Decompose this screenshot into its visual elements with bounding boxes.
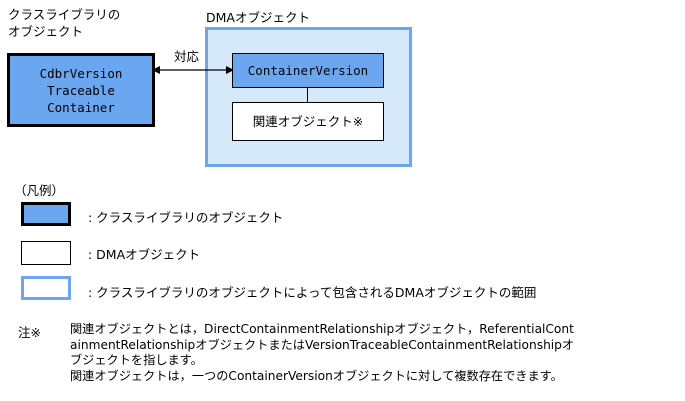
note-line-4: 関連オブジェクトは，一つのContainerVersionオブジェクトに対して複…	[70, 368, 563, 383]
connector-line	[307, 87, 308, 102]
legend-swatch-dma-scope	[21, 276, 71, 300]
class-library-label-line2: オブジェクト	[8, 24, 84, 39]
cdbr-line3: Container	[47, 99, 115, 115]
legend-swatch-class-library	[21, 202, 71, 226]
class-library-label: クラスライブラリの オブジェクト	[8, 6, 120, 40]
note-mark: 注※	[18, 325, 41, 340]
legend-text-dma-object: : DMAオブジェクト	[88, 247, 201, 262]
cdbr-line1: CdbrVersion	[39, 65, 123, 81]
bidirectional-arrow	[152, 66, 234, 74]
class-library-label-line1: クラスライブラリの	[8, 7, 121, 22]
dma-object-label: DMAオブジェクト	[206, 10, 310, 25]
note-body: 関連オブジェクトとは，DirectContainmentRelationship…	[70, 322, 574, 384]
note-line-2: ainmentRelationshipオブジェクトまたはVersionTrace…	[70, 337, 575, 352]
related-object-box: 関連オブジェクト※	[232, 102, 384, 141]
correspondence-label: 対応	[174, 49, 200, 64]
legend-text-class-library: : クラスライブラリのオブジェクト	[88, 210, 284, 225]
legend-swatch-dma-object	[21, 241, 71, 265]
dma-scope-box	[205, 27, 412, 167]
legend-title: （凡例）	[14, 183, 65, 198]
container-version-box: ContainerVersion	[232, 53, 384, 88]
legend-text-dma-scope: : クラスライブラリのオブジェクトによって包含されるDMAオブジェクトの範囲	[88, 285, 537, 300]
cdbr-version-traceable-container-box: CdbrVersion Traceable Container	[7, 53, 155, 127]
note-line-1: 関連オブジェクトとは，DirectContainmentRelationship…	[70, 322, 574, 336]
cdbr-line2: Traceable	[47, 82, 115, 98]
note-line-3: ブジェクトを指します。	[70, 353, 203, 367]
